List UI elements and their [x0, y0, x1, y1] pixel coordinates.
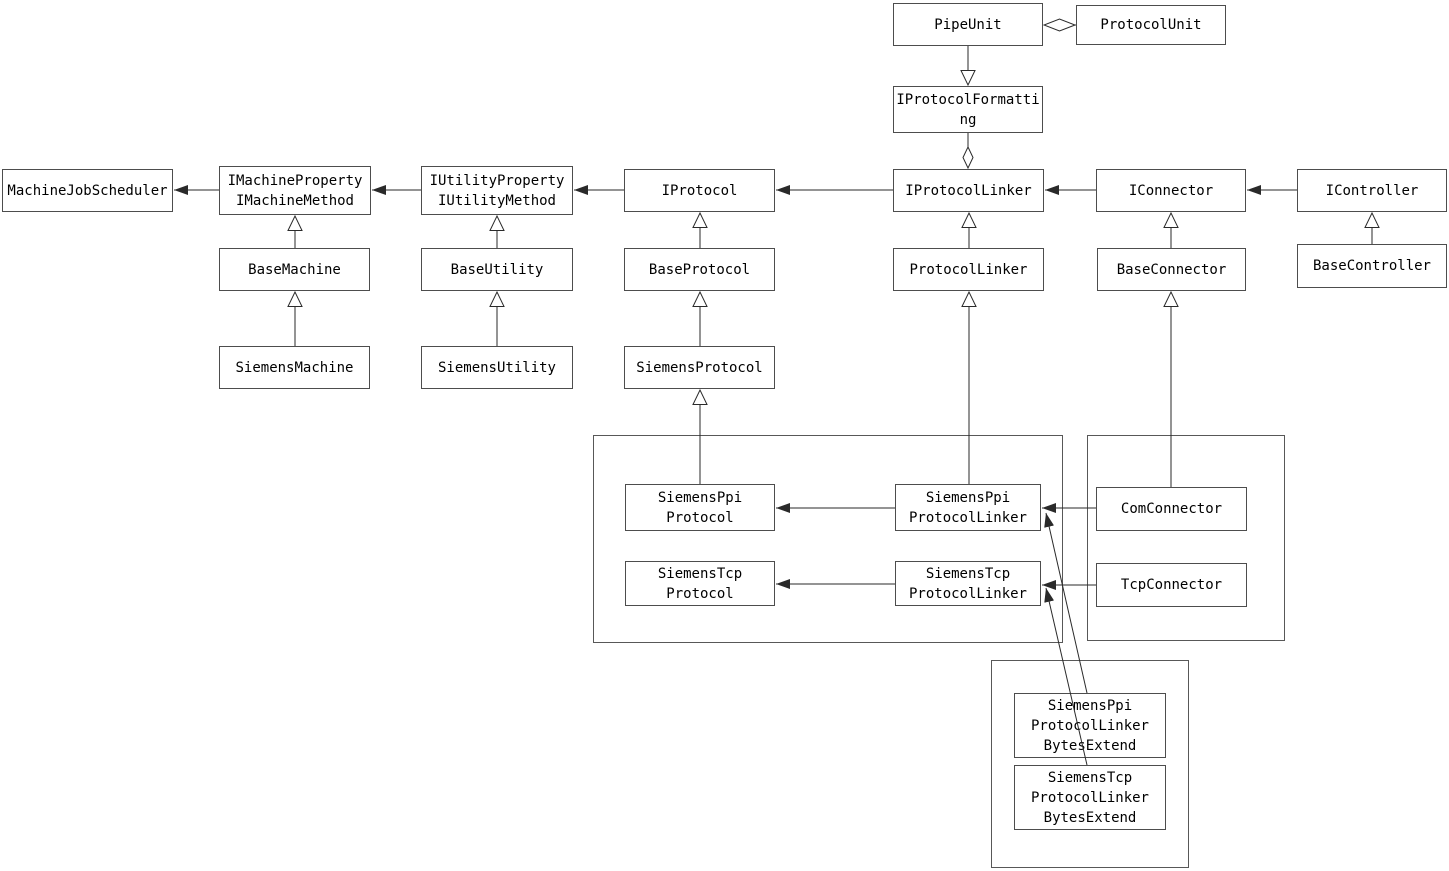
class-box-i-protocol-linker: IProtocolLinker [893, 169, 1044, 212]
class-box-siemens-protocol: SiemensProtocol [624, 346, 775, 389]
class-label-line: IUtilityMethod [437, 192, 556, 209]
class-label-line: IMachineMethod [235, 192, 354, 209]
class-box-pipe-unit: PipeUnit [893, 3, 1043, 46]
class-label-line: ng [959, 111, 977, 128]
class-label-line: SiemensPpi [1047, 697, 1133, 714]
class-label-line: IConnector [1128, 182, 1214, 199]
class-box-machine-job-scheduler: MachineJobScheduler [2, 169, 173, 212]
class-label-line: ProtocolLinker [909, 261, 1028, 278]
class-label-line: TcpConnector [1120, 577, 1223, 593]
class-label-line: IMachineProperty [227, 172, 363, 189]
class-box-protocol-linker: ProtocolLinker [893, 248, 1044, 291]
class-label-line: IProtocolFormatti [896, 91, 1040, 108]
class-box-base-controller: BaseController [1297, 244, 1447, 288]
class-label-line: IUtilityProperty [429, 172, 565, 189]
class-label-line: SiemensTcp [1047, 769, 1133, 786]
group-bytes-extend [991, 660, 1189, 868]
class-box-protocol-unit: ProtocolUnit [1076, 5, 1226, 45]
class-box-tcp-connector: TcpConnector [1096, 563, 1247, 607]
class-label-line: BaseConnector [1116, 261, 1227, 278]
class-label-line: BytesExtend [1043, 809, 1137, 826]
class-label-line: SiemensTcp [657, 565, 743, 582]
class-label-line: Protocol [666, 585, 734, 602]
class-label-line: ProtocolUnit [1100, 17, 1202, 33]
class-label-line: PipeUnit [934, 16, 1002, 33]
class-label-line: ProtocolLinker [908, 585, 1027, 602]
group-siemens-protocol-linkers [593, 435, 1063, 643]
class-label-line: SiemensPpi [925, 489, 1011, 506]
class-label-line: MachineJobScheduler [7, 182, 168, 199]
class-label-line: BytesExtend [1043, 737, 1137, 754]
class-box-i-controller: IController [1297, 169, 1447, 212]
class-label-line: ProtocolLinker [1030, 717, 1149, 734]
class-box-siemens-utility: SiemensUtility [421, 346, 573, 389]
class-label-line: Protocol [666, 509, 734, 526]
class-box-i-protocol: IProtocol [624, 169, 775, 212]
class-label-line: IProtocolLinker [905, 182, 1032, 199]
class-box-i-connector: IConnector [1096, 169, 1246, 212]
class-label-line: SiemensProtocol [636, 359, 763, 376]
class-label-line: BaseMachine [248, 261, 341, 278]
class-box-siemens-machine: SiemensMachine [219, 346, 370, 389]
class-box-com-connector: ComConnector [1096, 487, 1247, 531]
class-label-line: BaseProtocol [648, 261, 751, 278]
class-box-i-protocol-formatting: IProtocolFormatti ng [893, 86, 1043, 133]
class-box-base-utility: BaseUtility [421, 248, 573, 291]
class-label-line: BaseController [1312, 258, 1431, 274]
class-label-line: ComConnector [1120, 501, 1223, 517]
class-label-line: ProtocolLinker [908, 509, 1027, 526]
class-label-line: ProtocolLinker [1030, 789, 1149, 806]
class-label-line: SiemensMachine [235, 359, 354, 376]
class-label-line: IController [1325, 182, 1419, 199]
class-box-base-connector: BaseConnector [1097, 248, 1246, 291]
class-label-line: IProtocol [661, 182, 738, 199]
class-label-line: BaseUtility [450, 261, 544, 278]
class-label-line: SiemensPpi [657, 489, 743, 506]
class-label-line: SiemensTcp [925, 565, 1011, 582]
group-connectors [1087, 435, 1285, 641]
class-label-line: SiemensUtility [437, 359, 556, 376]
class-box-base-protocol: BaseProtocol [624, 248, 775, 291]
class-box-base-machine: BaseMachine [219, 248, 370, 291]
